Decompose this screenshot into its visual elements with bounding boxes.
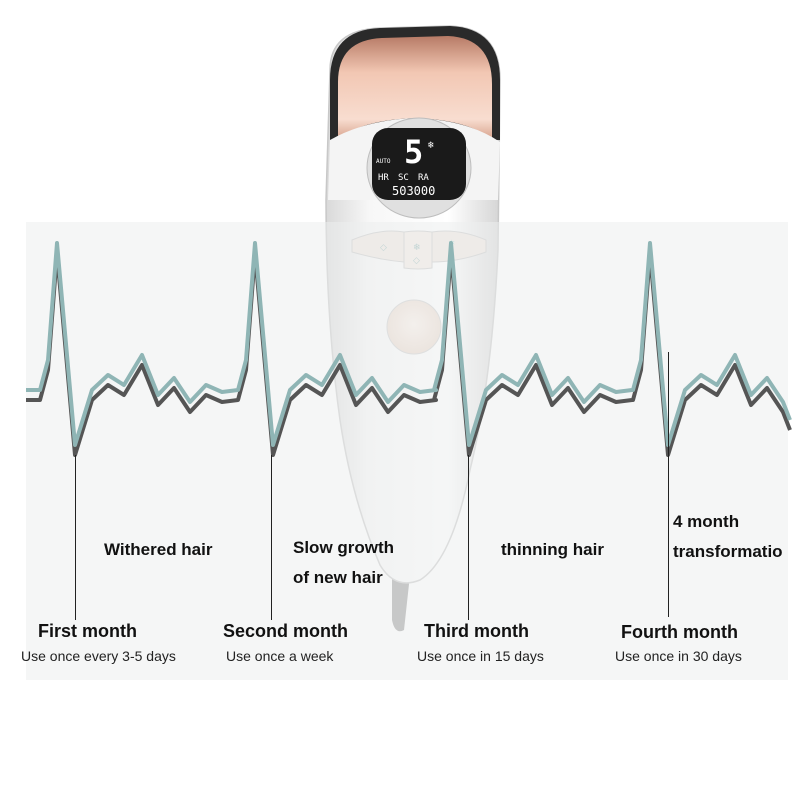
snowflake-icon: ❄ xyxy=(428,140,435,151)
device-cap xyxy=(338,36,492,140)
frequency-label-second: Use once a week xyxy=(226,648,334,664)
frequency-label-fourth: Use once in 30 days xyxy=(615,648,742,664)
lcd-level: 5 xyxy=(404,133,423,171)
lcd-screen xyxy=(372,128,466,200)
lcd-mode-hr: HR xyxy=(378,173,389,183)
lcd-mode-indicator: AUTO xyxy=(376,158,391,165)
marker-line-second xyxy=(271,455,272,620)
month-label-fourth: Fourth month xyxy=(621,622,738,642)
frequency-label-third: Use once in 15 days xyxy=(417,648,544,664)
lcd-flash-count: 503000 xyxy=(392,184,435,198)
waveform-front-line xyxy=(26,241,792,447)
month-label-third: Third month xyxy=(424,621,529,641)
marker-line-first xyxy=(75,455,76,620)
stage-label-third: thinning hair xyxy=(501,540,604,559)
timeline-panel xyxy=(26,222,788,680)
lcd-mode-ra: RA xyxy=(418,173,429,183)
stage-label-fourth: 4 month transformatio xyxy=(673,512,783,561)
month-label-second: Second month xyxy=(223,621,348,641)
marker-line-third xyxy=(468,455,469,620)
frequency-label-first: Use once every 3-5 days xyxy=(21,648,176,664)
stage-label-first: Withered hair xyxy=(104,540,213,559)
marker-line-fourth xyxy=(668,352,669,617)
stage-label-second: Slow growth of new hair xyxy=(293,538,395,587)
lcd-mode-sc: SC xyxy=(398,173,409,183)
month-label-first: First month xyxy=(38,621,137,641)
